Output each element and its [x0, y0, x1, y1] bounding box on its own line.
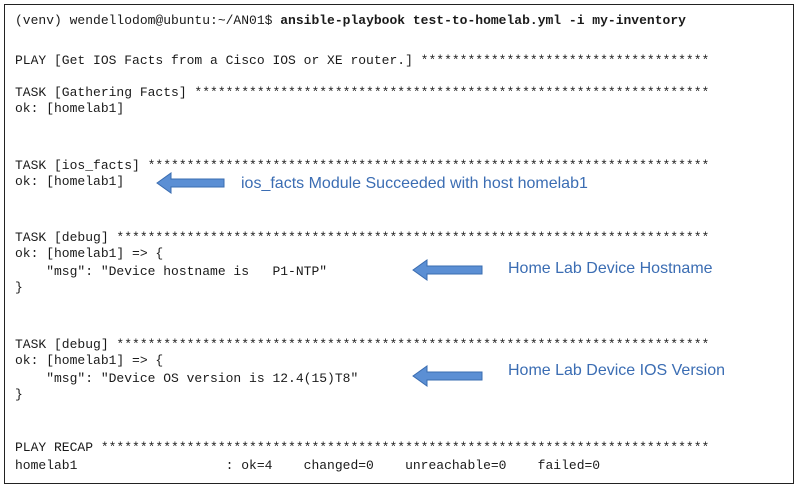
close-brace-hostname: }	[15, 280, 23, 295]
play-header: PLAY [Get IOS Facts from a Cisco IOS or …	[15, 53, 710, 68]
left-arrow-icon	[412, 365, 483, 387]
task-ios-facts: TASK [ios_facts] ***********************…	[15, 158, 710, 173]
ok-gathering-facts: ok: [homelab1]	[15, 101, 125, 116]
ok-ios-facts: ok: [homelab1]	[15, 174, 125, 189]
annotation-ios-facts: ios_facts Module Succeeded with host hom…	[241, 175, 588, 192]
ok-debug-version: ok: [homelab1] => {	[15, 353, 164, 368]
task-gathering-facts: TASK [Gathering Facts] *****************…	[15, 85, 710, 100]
close-brace-version: }	[15, 387, 23, 402]
task-debug-hostname: TASK [debug] ***************************…	[15, 230, 710, 245]
msg-debug-version: "msg": "Device OS version is 12.4(15)T8"	[15, 371, 359, 386]
annotation-hostname: Home Lab Device Hostname	[508, 260, 713, 277]
ok-debug-hostname: ok: [homelab1] => {	[15, 246, 164, 261]
task-debug-version: TASK [debug] ***************************…	[15, 337, 710, 352]
annotation-ios-version: Home Lab Device IOS Version	[508, 362, 725, 379]
shell-prompt: (venv) wendellodom@ubuntu:~/AN01$	[15, 13, 281, 28]
left-arrow-icon	[156, 172, 225, 194]
play-recap-header: PLAY RECAP *****************************…	[15, 440, 710, 455]
left-arrow-icon	[412, 259, 483, 281]
msg-debug-hostname: "msg": "Device hostname is P1-NTP"	[15, 264, 328, 279]
command-line: (venv) wendellodom@ubuntu:~/AN01$ ansibl…	[15, 13, 686, 29]
play-recap-summary: homelab1 : ok=4 changed=0 unreachable=0 …	[15, 458, 601, 473]
command-text: ansible-playbook test-to-homelab.yml -i …	[280, 13, 686, 28]
terminal-window[interactable]: (venv) wendellodom@ubuntu:~/AN01$ ansibl…	[4, 4, 794, 484]
